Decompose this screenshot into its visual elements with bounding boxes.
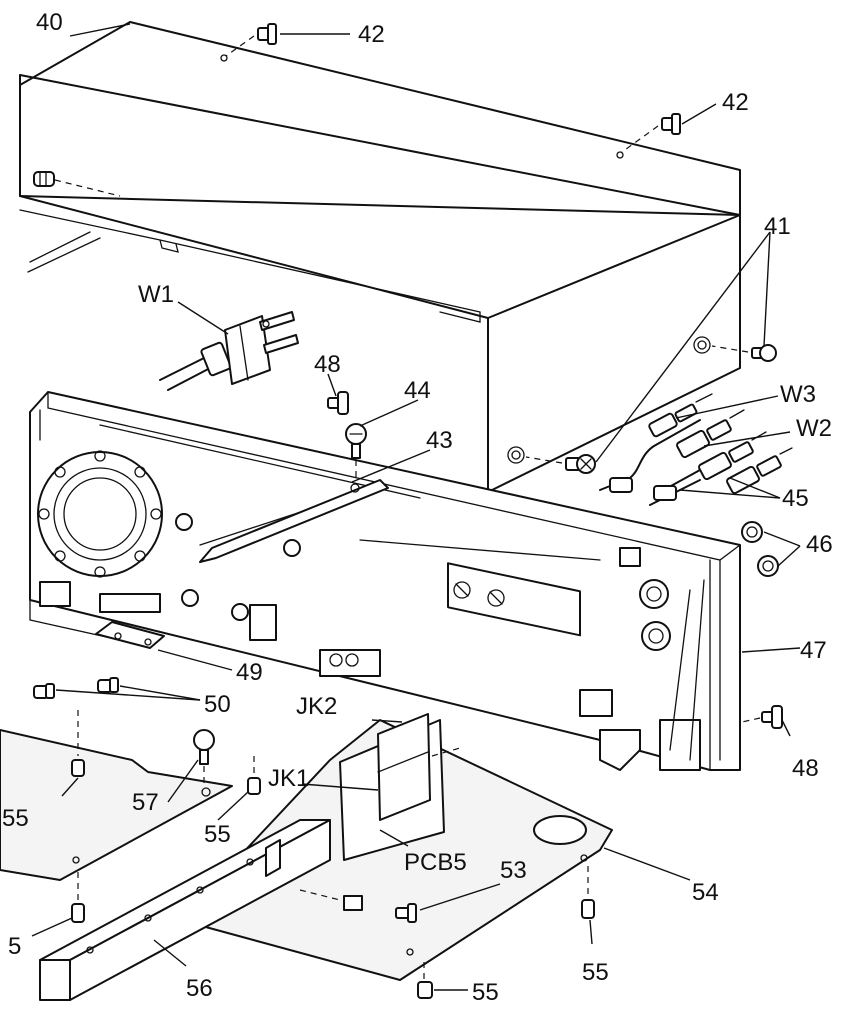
screw-41-left [525, 454, 596, 474]
chassis-plate [0, 729, 233, 881]
screw-55-left-rail [71, 872, 85, 923]
label-w1: W1 [138, 281, 174, 308]
nut-46-lower [757, 555, 779, 577]
power-cord [159, 311, 299, 391]
screw-55-bottom [417, 962, 433, 999]
side-screw [33, 171, 55, 187]
rail-56 [39, 819, 331, 1001]
screw-55-right [581, 866, 595, 919]
label-jk2: JK2 [296, 693, 337, 720]
label-5: 5 [8, 933, 21, 960]
screw-42-right [621, 113, 681, 153]
label-56: 56 [186, 975, 213, 1002]
label-57: 57 [132, 789, 159, 816]
label-42-right: 42 [722, 89, 749, 116]
label-46: 46 [806, 531, 833, 558]
screw-50-left [33, 683, 55, 699]
label-45: 45 [782, 485, 809, 512]
screw-48-upper [327, 391, 349, 415]
pcb5-board [339, 713, 461, 861]
bracket-43 [199, 479, 389, 563]
label-55-left: 55 [2, 805, 29, 832]
nut-46-upper [741, 521, 763, 543]
label-43: 43 [426, 427, 453, 454]
top-cover [19, 21, 741, 493]
screw-50-right [97, 677, 119, 693]
screw-53 [299, 889, 417, 923]
rca-plug-4 [726, 447, 793, 495]
label-49: 49 [236, 659, 263, 686]
label-41: 41 [764, 213, 791, 240]
label-48-upper: 48 [314, 351, 341, 378]
part-labels: 40 42 42 41 W1 48 44 43 W3 W2 45 46 47 4… [2, 9, 833, 1006]
label-w2: W2 [796, 415, 832, 442]
label-54: 54 [692, 879, 719, 906]
rear-panel [29, 391, 741, 771]
screw-55-mid [247, 756, 261, 795]
leader-lines [31, 23, 801, 991]
label-47: 47 [800, 637, 827, 664]
bracket-49 [95, 621, 165, 649]
bottom-plate [179, 719, 613, 981]
screw-44 [345, 423, 367, 480]
rca-cables [599, 393, 793, 506]
label-48-lower: 48 [792, 755, 819, 782]
rca-plug-2 [676, 409, 745, 459]
label-42-top: 42 [358, 21, 385, 48]
label-55-bottom: 55 [472, 979, 499, 1006]
label-40: 40 [36, 9, 63, 36]
label-55-right: 55 [582, 959, 609, 986]
fan-vent [37, 450, 163, 578]
label-pcb5: PCB5 [404, 849, 467, 876]
label-44: 44 [404, 377, 431, 404]
screw-42-top [225, 23, 277, 57]
label-50: 50 [204, 691, 231, 718]
rca-plug-3 [698, 431, 767, 481]
label-w3: W3 [780, 381, 816, 408]
screw-41-right [711, 344, 777, 362]
screw-57 [193, 729, 215, 786]
screw-48-lower [741, 705, 783, 729]
screw-55-upper-left [71, 710, 85, 777]
label-53: 53 [500, 857, 527, 884]
label-55-mid: 55 [204, 821, 231, 848]
label-jk1: JK1 [268, 765, 309, 792]
